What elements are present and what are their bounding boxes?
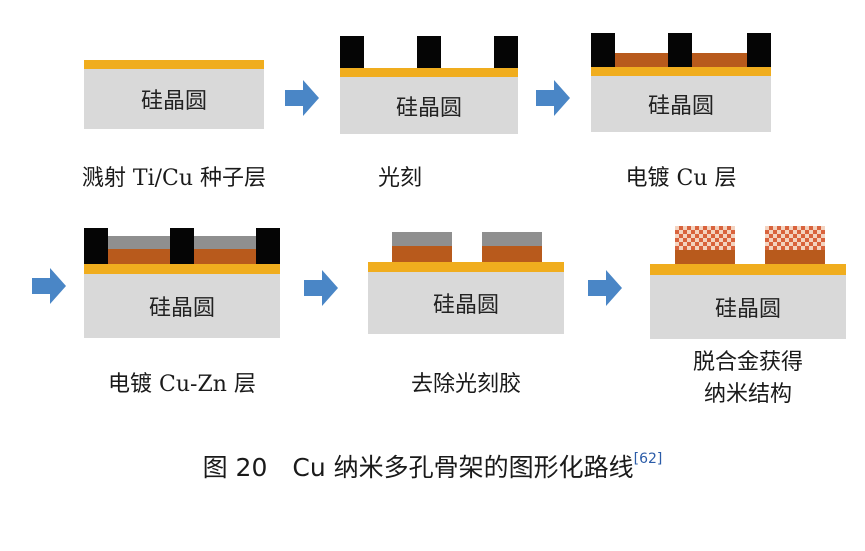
cu-layer [108, 249, 170, 264]
seed-layer [368, 262, 564, 272]
cuzn-layer [392, 232, 452, 246]
arrow-right-icon [536, 80, 570, 116]
step-4-caption: 电镀 Cu-Zn 层 [108, 372, 256, 397]
photoresist-block [668, 33, 692, 67]
seed-layer [84, 264, 280, 274]
wafer-label: 硅晶圆 [140, 89, 207, 114]
cu-layer [765, 250, 825, 264]
photoresist-block [417, 36, 441, 68]
photoresist-block [170, 228, 194, 264]
arrow-right-icon [32, 268, 66, 304]
wafer-label: 硅晶圆 [148, 296, 215, 321]
cuzn-layer [194, 236, 256, 249]
cu-layer [615, 53, 668, 67]
seed-layer [591, 67, 771, 76]
seed-layer [340, 68, 518, 77]
cu-layer [194, 249, 256, 264]
reference-citation: [62] [633, 450, 663, 467]
cuzn-layer [482, 232, 542, 246]
photoresist-block [340, 36, 364, 68]
silicon-wafer: 硅晶圆 [368, 272, 564, 334]
arrow-right-icon [285, 80, 319, 116]
silicon-wafer: 硅晶圆 [84, 274, 280, 338]
step-2-caption: 光刻 [377, 166, 422, 191]
silicon-wafer: 硅晶圆 [340, 77, 518, 134]
step-5-caption: 去除光刻胶 [410, 372, 521, 397]
photoresist-block [84, 228, 108, 264]
cu-layer [692, 53, 747, 67]
silicon-wafer: 硅晶圆 [591, 76, 771, 132]
wafer-label: 硅晶圆 [395, 95, 462, 121]
seed-layer [84, 60, 264, 69]
step-6-caption-line-1: 脱合金获得 [692, 350, 803, 375]
photoresist-block [747, 33, 771, 67]
figure-caption: 图 20 Cu 纳米多孔骨架的图形化路线[62] [0, 448, 865, 484]
step-6-caption-line-2: 纳米结构 [703, 382, 792, 407]
silicon-wafer: 硅晶圆 [84, 69, 264, 129]
nanoporous-cu-layer [765, 226, 825, 250]
seed-layer [650, 264, 846, 275]
cu-layer [675, 250, 735, 264]
wafer-label: 硅晶圆 [647, 94, 714, 119]
photoresist-block [256, 228, 280, 264]
arrow-right-icon [588, 270, 622, 306]
figure-caption-text: 图 20 Cu 纳米多孔骨架的图形化路线 [202, 453, 634, 482]
arrow-right-icon [304, 270, 338, 306]
cu-layer [482, 246, 542, 262]
photoresist-block [591, 33, 615, 67]
nanoporous-cu-layer [675, 226, 735, 250]
photoresist-block [494, 36, 518, 68]
silicon-wafer: 硅晶圆 [650, 275, 846, 339]
wafer-label: 硅晶圆 [714, 297, 781, 322]
wafer-label: 硅晶圆 [432, 293, 499, 318]
cu-layer [392, 246, 452, 262]
step-3-caption: 电镀 Cu 层 [625, 166, 737, 191]
step-1-caption: 溅射 Ti/Cu 种子层 [81, 166, 267, 191]
cuzn-layer [108, 236, 170, 249]
